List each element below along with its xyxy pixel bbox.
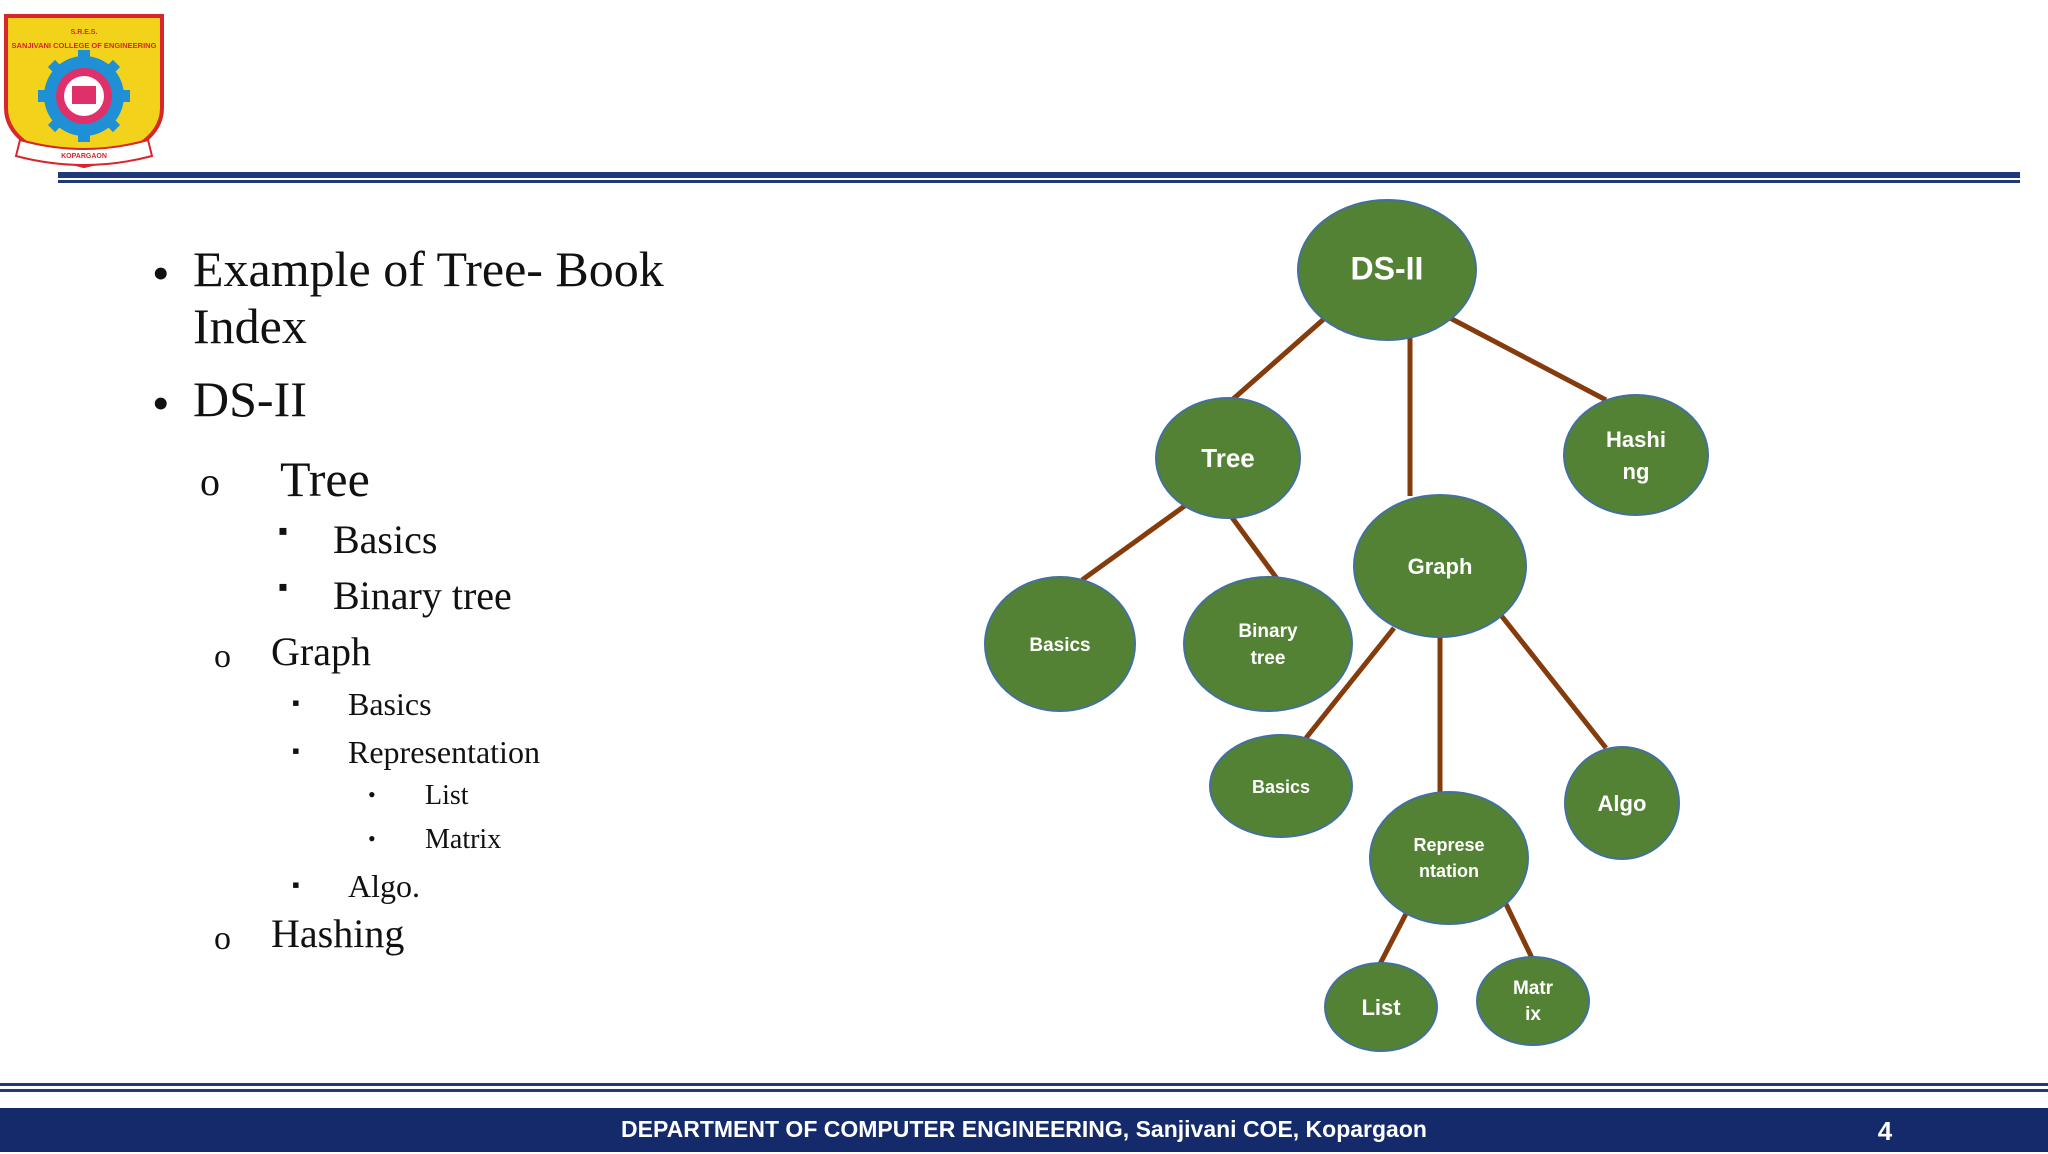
logo-text-top: S.R.E.S. (71, 29, 98, 36)
college-logo: S.R.E.S. SANJIVANI COLLEGE OF ENGINEERIN… (4, 14, 164, 169)
outline-item-algo: Algo. (348, 868, 420, 904)
header-rule (58, 172, 2020, 178)
node-tree-basics (984, 576, 1136, 712)
node-representation-label: Represe (1413, 835, 1484, 855)
node-matrix-label-2: ix (1525, 1004, 1541, 1025)
node-matrix (1476, 956, 1590, 1046)
outline-item-example: Example of Tree- Book (193, 241, 664, 297)
node-graph-basics (1209, 734, 1353, 838)
outline-item-graph-basics: Basics (348, 686, 432, 722)
outline-bullet: o (214, 638, 231, 675)
node-list (1324, 962, 1438, 1052)
outline-bullet: • (368, 782, 376, 807)
tree-edges (1080, 315, 1608, 966)
slide-page-number: 4 (1877, 1116, 1893, 1146)
node-representation (1369, 791, 1529, 925)
node-tree-basics-label: Basics (1029, 635, 1090, 656)
node-list-label: List (1361, 995, 1401, 1020)
edge-representation-matrix (1501, 898, 1535, 960)
logo-text-place: KOPARGAON (61, 153, 107, 160)
node-matrix-label: Matr (1513, 978, 1554, 999)
outline-bullet: ▪ (278, 572, 288, 603)
outline-bullet: o (200, 459, 220, 504)
footer-rule-thin (0, 1089, 2048, 1092)
node-algo-label: Algo (1598, 791, 1647, 816)
outline-item-binary-tree: Binary tree (333, 573, 512, 618)
edge-tree-binary (1225, 510, 1281, 582)
building-icon (72, 86, 96, 104)
edge-graph-basics (1304, 626, 1396, 740)
header-rule-thin (58, 180, 2020, 183)
node-binary-tree-label: Binary (1238, 621, 1298, 642)
outline-item-ds2: DS-II (193, 371, 307, 427)
node-graph-basics-label: Basics (1252, 777, 1310, 797)
outline-bullet: • (152, 375, 170, 431)
outline-bullet: o (214, 920, 231, 957)
edge-ds2-hashing (1448, 315, 1608, 403)
outline-bullet: ▪ (292, 690, 300, 715)
node-tree-label: Tree (1201, 443, 1255, 473)
node-ds2 (1297, 199, 1477, 341)
outline-item-matrix: Matrix (425, 824, 502, 855)
outline-item-representation: Representation (348, 734, 540, 770)
outline-bullet: • (368, 826, 376, 851)
node-hashing (1563, 394, 1709, 516)
outline-item-hashing: Hashing (271, 911, 405, 956)
node-binary-tree (1183, 576, 1353, 712)
outline-bullet: • (152, 245, 170, 301)
outline-bullet: ▪ (292, 738, 300, 763)
outline-item-tree: Tree (280, 451, 370, 507)
footer-rule (0, 1083, 2048, 1086)
node-tree (1155, 397, 1301, 519)
node-algo (1564, 746, 1680, 860)
node-representation-label-2: ntation (1419, 861, 1479, 881)
outline-item-example-cont: Index (193, 298, 307, 354)
edge-graph-algo (1498, 612, 1608, 750)
outline-item-list: List (425, 780, 469, 811)
node-binary-tree-label-2: tree (1251, 648, 1286, 669)
outline-item-graph: Graph (271, 629, 371, 674)
node-hashing-label: Hashi (1606, 427, 1666, 452)
edge-representation-list (1377, 904, 1413, 966)
node-hashing-label-2: ng (1623, 459, 1650, 484)
node-ds2-label: DS-II (1351, 250, 1424, 286)
logo-text-name: SANJIVANI COLLEGE OF ENGINEERING (12, 41, 157, 50)
outline-bullet: ▪ (292, 872, 300, 897)
node-graph-label: Graph (1408, 554, 1473, 579)
node-graph (1353, 494, 1527, 638)
edge-ds2-tree (1230, 316, 1327, 402)
footer-bar: DEPARTMENT OF COMPUTER ENGINEERING, Sanj… (0, 1108, 2048, 1152)
edge-tree-basics (1080, 502, 1188, 583)
footer-department-text: DEPARTMENT OF COMPUTER ENGINEERING, Sanj… (621, 1116, 1427, 1142)
outline-item-tree-basics: Basics (333, 517, 438, 562)
outline-bullet: ▪ (278, 516, 288, 547)
